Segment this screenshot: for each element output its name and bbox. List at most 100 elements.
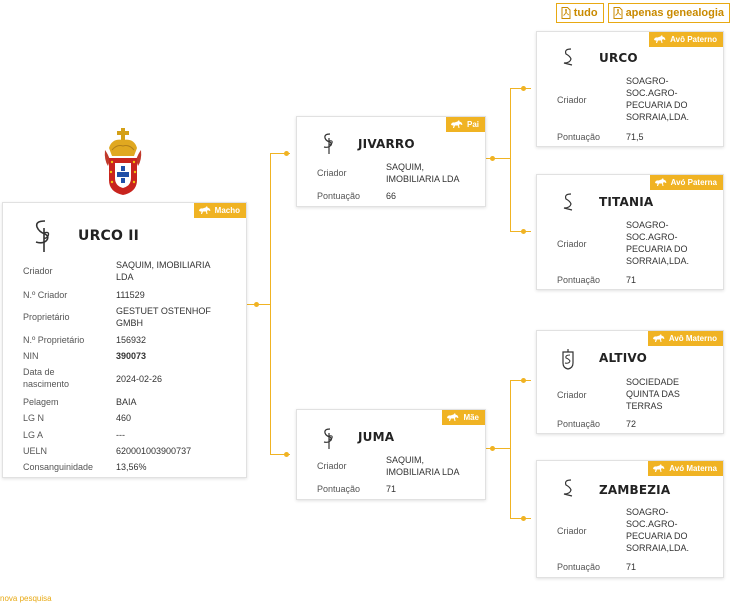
breeder-value: SAQUIM, IMOBILIARIA LDA bbox=[386, 162, 460, 184]
genealogy-only-button[interactable]: apenas genealogia bbox=[607, 3, 730, 23]
field-label: Proprietário bbox=[23, 312, 70, 322]
relation-badge-label: Avô Materno bbox=[668, 334, 717, 343]
relation-badge-label: Mãe bbox=[463, 413, 479, 422]
breeder-label: Criador bbox=[557, 95, 587, 105]
field-label: Pelagem bbox=[23, 397, 59, 407]
horse-icon bbox=[654, 35, 666, 43]
connector-dot bbox=[521, 86, 526, 91]
field-label: N.º Proprietário bbox=[23, 335, 85, 345]
paternal-grandsire-card[interactable]: Avô Paterno URCO Criador SOAGRO-SOC.AGRO… bbox=[536, 31, 724, 147]
brand-mark-icon bbox=[562, 349, 574, 370]
new-search-link[interactable]: nova pesquisa bbox=[0, 594, 52, 603]
score-label: Pontuação bbox=[557, 562, 601, 572]
relation-badge-label: Avô Paterno bbox=[670, 35, 717, 44]
connector-line bbox=[510, 380, 531, 381]
field-value: 13,56% bbox=[116, 462, 147, 472]
connector-dot bbox=[490, 156, 495, 161]
field-label: LG A bbox=[23, 430, 44, 440]
relation-badge-label: Avó Paterna bbox=[670, 178, 717, 187]
connector-line bbox=[485, 448, 511, 449]
field-value: 390073 bbox=[116, 351, 147, 361]
connector-line bbox=[510, 88, 531, 89]
score-value: 71 bbox=[386, 484, 397, 494]
field-label: Consanguinidade bbox=[23, 462, 94, 472]
score-label: Pontuação bbox=[557, 275, 601, 285]
horse-icon bbox=[654, 178, 667, 186]
royal-coat-of-arms-icon bbox=[104, 128, 142, 195]
field-value: GESTUET OSTENHOF GMBH bbox=[116, 306, 211, 328]
pdf-icon bbox=[613, 7, 623, 19]
connector-dot bbox=[521, 229, 526, 234]
paternal-granddam-name: TITANIA bbox=[599, 195, 654, 209]
field-label: LG N bbox=[23, 413, 45, 423]
pdf-icon bbox=[561, 7, 571, 19]
sire-name: JIVARRO bbox=[358, 137, 415, 151]
dam-card[interactable]: Mãe JUMA Criador SAQUIM, IMOBILIARIA LDA… bbox=[296, 409, 486, 500]
maternal-granddam-card[interactable]: Avó Materna ZAMBEZIA Criador SOAGRO-SOC.… bbox=[536, 460, 724, 578]
connector-line bbox=[510, 88, 511, 231]
connector-line bbox=[510, 231, 531, 232]
field-value: 460 bbox=[116, 413, 132, 423]
connector-line bbox=[485, 158, 511, 159]
brand-mark-icon bbox=[563, 479, 573, 497]
top-actions: tudo apenas genealogia bbox=[555, 3, 730, 23]
paternal-granddam-card[interactable]: Avó Paterna TITANIA Criador SOAGRO-SOC.A… bbox=[536, 174, 724, 290]
score-label: Pontuação bbox=[557, 419, 601, 429]
score-label: Pontuação bbox=[317, 191, 361, 201]
sire-card[interactable]: Pai JIVARRO Criador SAQUIM, IMOBILIARIA … bbox=[296, 116, 486, 207]
relation-badge: Avó Materna bbox=[648, 461, 723, 476]
connector-dot bbox=[521, 516, 526, 521]
relation-badge: Avô Paterno bbox=[649, 32, 723, 47]
field-value: --- bbox=[116, 430, 125, 440]
breeder-value: SAQUIM, IMOBILIARIA LDA bbox=[386, 455, 460, 477]
connector-line bbox=[270, 454, 290, 455]
brand-mark-icon bbox=[323, 133, 333, 154]
connector-line bbox=[510, 380, 511, 518]
maternal-grandsire-card[interactable]: Avô Materno ALTIVO Criador SOCIEDADE QUI… bbox=[536, 330, 724, 434]
relation-badge-label: Avó Materna bbox=[669, 464, 717, 473]
genealogy-only-button-label: apenas genealogia bbox=[625, 7, 724, 19]
breeder-value: SOAGRO-SOC.AGRO-PECUARIA DO SORRAIA,LDA. bbox=[626, 507, 690, 553]
sex-badge-label: Macho bbox=[214, 206, 240, 215]
score-value: 71 bbox=[626, 275, 637, 285]
horse-icon bbox=[652, 334, 665, 342]
score-value: 71,5 bbox=[626, 132, 644, 142]
connector-dot bbox=[284, 151, 289, 156]
horse-icon bbox=[450, 120, 463, 128]
score-value: 71 bbox=[626, 562, 637, 572]
horse-card[interactable]: Macho URCO II Criador SAQUIM, IMOBILIARI… bbox=[2, 202, 247, 478]
field-label: N.º Criador bbox=[23, 290, 68, 300]
field-value: 111529 bbox=[116, 290, 145, 300]
relation-badge: Avó Paterna bbox=[649, 175, 723, 190]
field-label: Data de nascimento bbox=[23, 367, 70, 389]
field-value: SAQUIM, IMOBILIARIA LDA bbox=[116, 260, 211, 282]
connector-dot bbox=[284, 452, 289, 457]
maternal-granddam-name: ZAMBEZIA bbox=[599, 483, 671, 497]
field-value: 2024-02-26 bbox=[116, 374, 163, 384]
all-button[interactable]: tudo bbox=[555, 3, 604, 23]
relation-badge: Mãe bbox=[442, 410, 485, 425]
connector-line bbox=[256, 304, 270, 305]
sex-badge: Macho bbox=[193, 203, 246, 218]
field-label: UELN bbox=[23, 446, 48, 456]
horse-name: URCO II bbox=[78, 228, 140, 244]
connector-line bbox=[510, 518, 531, 519]
connector-dot bbox=[490, 446, 495, 451]
maternal-grandsire-name: ALTIVO bbox=[599, 351, 648, 365]
brand-mark-icon bbox=[563, 193, 573, 211]
connector-dot bbox=[521, 378, 526, 383]
score-label: Pontuação bbox=[557, 132, 601, 142]
breeder-label: Criador bbox=[557, 390, 587, 400]
field-label: NIN bbox=[23, 351, 39, 361]
breeder-label: Criador bbox=[317, 168, 347, 178]
connector-line bbox=[270, 153, 290, 154]
breeder-label: Criador bbox=[557, 239, 587, 249]
connector-line bbox=[245, 304, 257, 305]
breeder-value: SOCIEDADE QUINTA DAS TERRAS bbox=[626, 377, 680, 411]
brand-mark-icon bbox=[323, 428, 333, 449]
field-value: 156932 bbox=[116, 335, 147, 345]
connector-line bbox=[270, 153, 271, 454]
breeder-value: SOAGRO-SOC.AGRO-PECUARIA DO SORRAIA,LDA. bbox=[626, 220, 690, 266]
relation-badge-label: Pai bbox=[466, 120, 479, 129]
all-button-label: tudo bbox=[573, 7, 598, 19]
